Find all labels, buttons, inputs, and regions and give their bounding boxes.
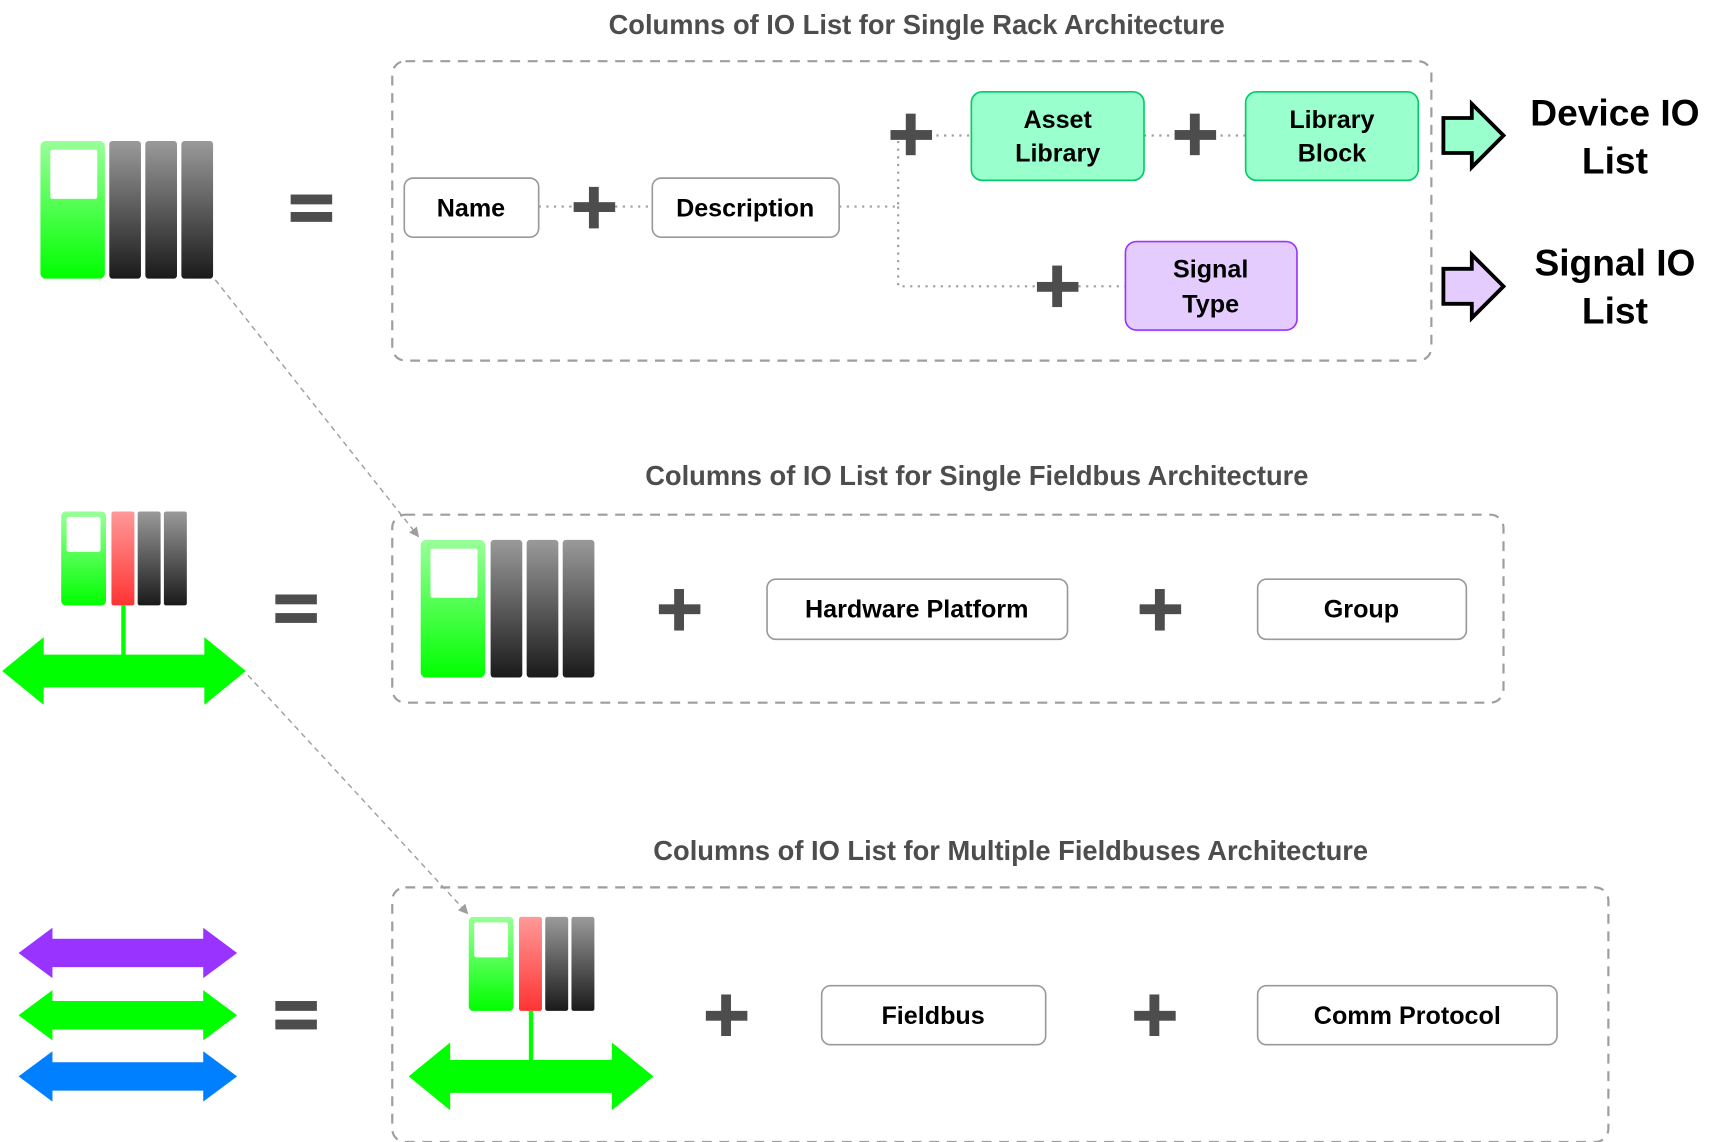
io-module xyxy=(562,539,595,678)
section-single-rack: Columns of IO List for Single Rack Archi… xyxy=(40,9,1700,362)
asset-library-label-line2: Library xyxy=(1015,140,1100,168)
io-module xyxy=(571,916,595,1011)
single-rack-icon xyxy=(420,539,595,678)
column-description-label: Description xyxy=(676,194,814,222)
signal-io-list-label-line2: List xyxy=(1582,289,1648,331)
library-block-label-line2: Block xyxy=(1298,140,1366,168)
drop-cable xyxy=(121,605,126,658)
column-hardware-platform: Hardware Platform xyxy=(766,578,1069,641)
group-label: Group xyxy=(1324,595,1399,623)
column-signal-type: Signal Type xyxy=(1124,240,1298,331)
column-group: Group xyxy=(1256,578,1468,641)
device-output-arrow-icon xyxy=(1441,99,1507,172)
fieldbus-arrow-icon xyxy=(408,1042,654,1111)
signal-type-label-line1: Signal xyxy=(1173,256,1248,284)
fieldbus-arrow-purple-icon xyxy=(18,927,238,979)
plus-icon xyxy=(890,113,933,156)
fieldbus-label: Fieldbus xyxy=(881,1002,984,1030)
io-module xyxy=(137,511,161,606)
cpu-display xyxy=(66,516,101,552)
comm-protocol-label: Comm Protocol xyxy=(1314,1002,1501,1030)
column-fieldbus: Fieldbus xyxy=(820,984,1047,1046)
plus-icon xyxy=(573,186,616,229)
column-comm-protocol: Comm Protocol xyxy=(1256,984,1558,1046)
equals-icon xyxy=(290,194,333,222)
equals-icon xyxy=(275,594,317,623)
fieldbus-columns-container xyxy=(391,513,1505,704)
hardware-platform-label: Hardware Platform xyxy=(805,595,1028,623)
connector xyxy=(839,134,972,208)
io-module xyxy=(181,140,214,279)
reference-arrow xyxy=(247,674,469,915)
fieldbus-arrow-blue-icon xyxy=(18,1051,238,1102)
plus-icon xyxy=(705,994,748,1036)
comm-module xyxy=(519,916,542,1011)
cpu-display xyxy=(430,548,478,598)
equals-icon xyxy=(275,1001,317,1030)
fieldbus-arrow-icon xyxy=(2,637,246,705)
asset-library-label-line1: Asset xyxy=(1023,106,1092,134)
single-rack-icon xyxy=(40,140,214,279)
io-module xyxy=(490,539,523,678)
io-module xyxy=(545,916,569,1011)
drop-cable xyxy=(528,1010,534,1064)
rack-on-fieldbus-icon xyxy=(408,916,654,1111)
section-single-fieldbus: Columns of IO List for Single Fieldbus A… xyxy=(2,460,1505,705)
reference-arrow xyxy=(214,279,420,538)
column-library-block: Library Block xyxy=(1244,90,1420,182)
io-module xyxy=(163,511,187,606)
signal-io-list-label-line1: Signal IO xyxy=(1534,241,1695,283)
signal-output-arrow-icon xyxy=(1441,250,1507,323)
section-title: Columns of IO List for Multiple Fieldbus… xyxy=(653,835,1368,866)
device-io-list-label-line2: List xyxy=(1582,140,1648,182)
connector xyxy=(897,206,1126,288)
signal-type-label-line2: Type xyxy=(1182,291,1239,319)
plus-icon xyxy=(1036,265,1079,308)
plus-icon xyxy=(1174,113,1217,156)
column-description: Description xyxy=(651,177,840,238)
io-module xyxy=(109,140,141,279)
rack-on-fieldbus-icon xyxy=(2,511,246,705)
comm-module xyxy=(111,511,135,606)
section-multiple-fieldbuses: Columns of IO List for Multiple Fieldbus… xyxy=(18,835,1610,1142)
plus-icon xyxy=(1134,994,1176,1036)
column-asset-library: Asset Library xyxy=(970,90,1145,182)
multiple-fieldbuses-icon xyxy=(18,927,238,1102)
plus-icon xyxy=(1139,589,1182,631)
device-io-list-label-line1: Device IO xyxy=(1530,92,1699,134)
cpu-display xyxy=(50,149,98,199)
column-name: Name xyxy=(403,177,540,238)
multiple-fieldbuses-columns-container xyxy=(391,886,1610,1142)
io-module xyxy=(145,140,178,279)
cpu-display xyxy=(474,922,509,958)
library-block-label-line1: Library xyxy=(1289,106,1374,134)
section-title: Columns of IO List for Single Fieldbus A… xyxy=(645,460,1308,491)
plus-icon xyxy=(658,589,701,631)
column-name-label: Name xyxy=(437,194,505,222)
fieldbus-arrow-green-icon xyxy=(18,990,238,1041)
io-module xyxy=(526,539,559,678)
section-title: Columns of IO List for Single Rack Archi… xyxy=(609,9,1225,40)
